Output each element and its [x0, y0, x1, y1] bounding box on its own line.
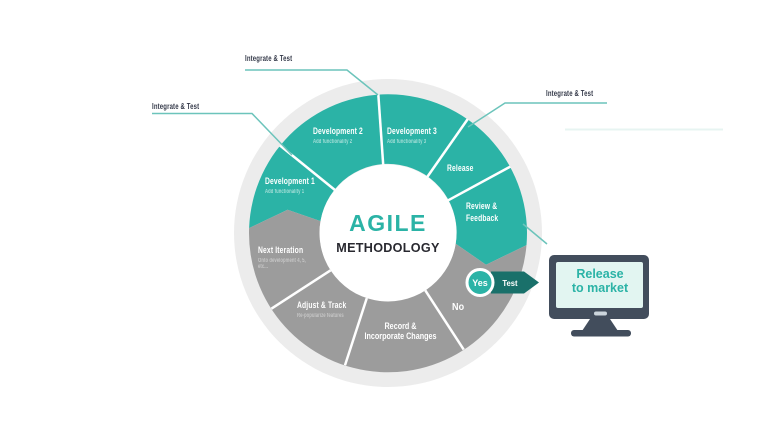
title-methodology: METHODOLOGY [336, 240, 440, 255]
divider-release-review [447, 165, 511, 202]
development-1-title: Development 1 [265, 176, 315, 186]
monitor-text-line1: Release [576, 267, 624, 281]
monitor-icon [549, 255, 649, 337]
test-label: Test [502, 278, 518, 288]
divider-adjust-next [270, 269, 332, 310]
development-1-subtitle: Add functionality 1 [265, 188, 305, 195]
divider-dev3-release [426, 118, 469, 178]
segment-label-development-3: Development 3 Add functionality 3 [387, 126, 454, 145]
callout-integrate-test-top: Integrate & Test [245, 54, 293, 63]
monitor-stand [582, 319, 618, 331]
release-title: Release [447, 163, 474, 173]
callout-integrate-test-right: Integrate & Test [546, 89, 594, 98]
next-iteration-title: Next Iteration [258, 245, 304, 255]
monitor-screen [556, 262, 643, 308]
monitor-button [594, 311, 607, 316]
adjust-track-subtitle: Re-popularize features [297, 312, 344, 319]
release-to-market-text: Release to market [556, 267, 644, 295]
yes-circle [465, 268, 495, 297]
record-line2: Incorporate Changes [364, 331, 437, 341]
segment-label-review-feedback: Review & Feedback [466, 201, 509, 224]
segment-label-no: No [452, 302, 466, 313]
gray-section [249, 209, 527, 373]
segment-label-development-1: Development 1 Add functionality 1 [265, 176, 332, 195]
monitor-text-line2: to market [571, 280, 629, 295]
segment-dividers [270, 94, 511, 366]
leader-monitor [522, 223, 548, 245]
callout-integrate-test-left: Integrate & Test [152, 102, 200, 111]
development-3-title: Development 3 [387, 126, 437, 136]
yes-label: Yes [472, 277, 488, 288]
adjust-track-title: Adjust & Track [297, 300, 347, 310]
center-title: AGILE METHODOLOGY [307, 210, 469, 255]
review-line1: Review & [466, 201, 498, 211]
center-hub [319, 164, 457, 302]
title-agile: AGILE [349, 210, 427, 236]
segment-label-next-iteration: Next Iteration Onto development 4, 5, et… [258, 245, 326, 271]
leader-right [467, 102, 607, 128]
segment-label-release: Release [447, 163, 482, 174]
development-2-subtitle: Add functionality 2 [313, 138, 353, 145]
segment-label-development-2: Development 2 Add functionality 2 [313, 126, 380, 145]
divider-no-record [424, 289, 465, 351]
monitor-base [571, 330, 631, 337]
next-iteration-sub2: etc... [258, 264, 268, 271]
development-3-subtitle: Add functionality 3 [387, 138, 427, 145]
teal-section [249, 94, 528, 265]
segment-label-adjust-track: Adjust & Track Re-popularize features [297, 300, 364, 319]
leader-left [152, 112, 293, 156]
next-iteration-sub1: Onto development 4, 5, [258, 257, 306, 264]
test-arrow [491, 271, 539, 294]
segment-label-record-incorporate: Record & Incorporate Changes [340, 321, 461, 341]
development-2-title: Development 2 [313, 126, 363, 136]
divider-dev2-dev3 [377, 94, 385, 165]
leader-lines [152, 69, 607, 245]
no-label: No [452, 301, 465, 313]
review-line2: Feedback [466, 212, 499, 223]
leader-top [245, 69, 379, 96]
divider-record-adjust [343, 297, 368, 366]
record-line1: Record & [384, 321, 417, 331]
